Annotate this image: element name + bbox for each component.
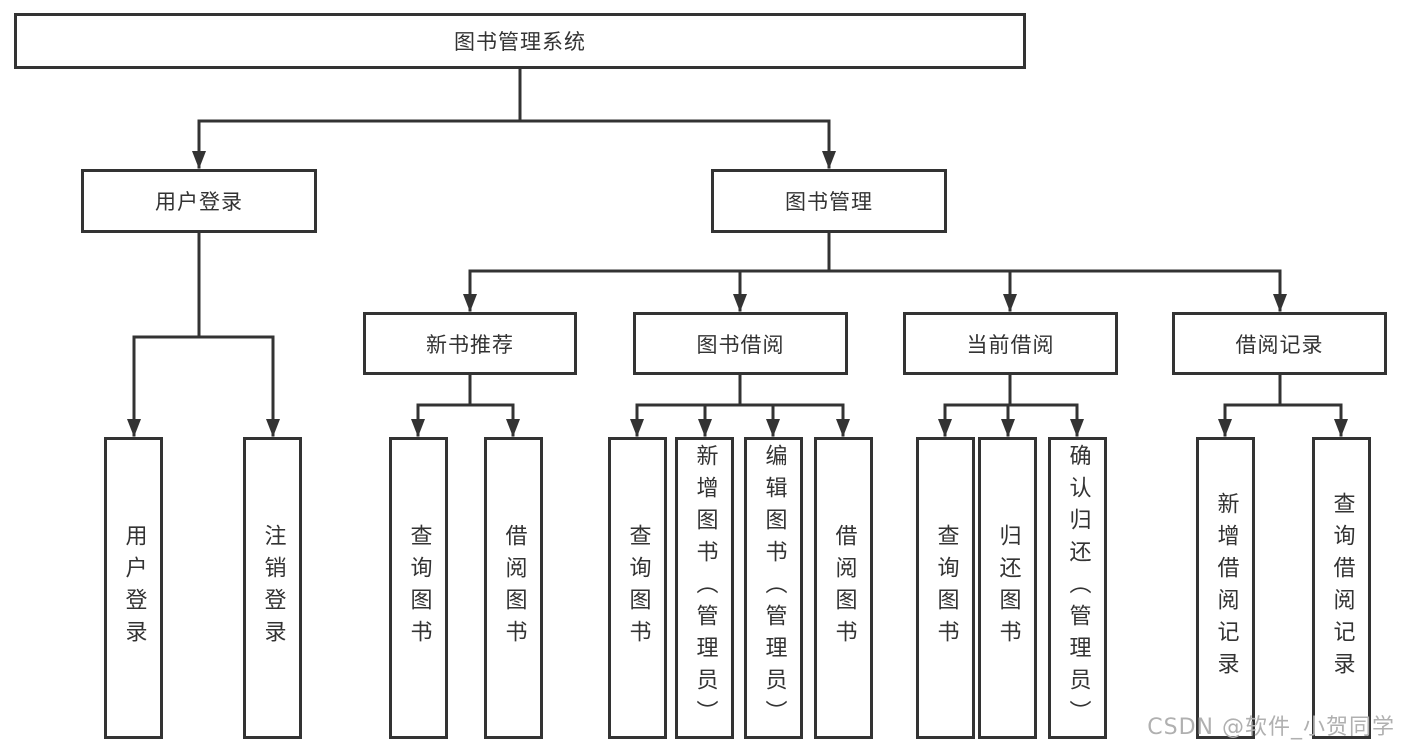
edge-book-mgmt-to-children	[463, 231, 1287, 312]
leaf-edit-books-admin: 编辑图书（管理员）	[744, 437, 803, 739]
edge-borrow-records-to-children	[1218, 373, 1348, 437]
node-new-book-recommend: 新书推荐	[363, 312, 577, 375]
edge-root-to-children	[192, 67, 836, 169]
leaf-query-books-borrow: 查询图书	[608, 437, 667, 739]
leaf-logout: 注销登录	[243, 437, 302, 739]
leaf-add-books-admin: 新增图书（管理员）	[675, 437, 734, 739]
leaf-borrow-books-recommend: 借阅图书	[484, 437, 543, 739]
node-library-system: 图书管理系统	[14, 13, 1026, 69]
leaf-add-borrow-record: 新增借阅记录	[1196, 437, 1255, 739]
leaf-confirm-return-admin: 确认归还（管理员）	[1048, 437, 1107, 739]
leaf-user-login: 用户登录	[104, 437, 163, 739]
edge-current-borrow-to-children	[938, 373, 1084, 437]
leaf-return-books: 归还图书	[978, 437, 1037, 739]
leaf-query-books-recommend: 查询图书	[389, 437, 448, 739]
node-current-borrowing: 当前借阅	[903, 312, 1118, 375]
leaf-query-books-current: 查询图书	[916, 437, 975, 739]
node-book-borrowing: 图书借阅	[633, 312, 848, 375]
node-user-login: 用户登录	[81, 169, 317, 233]
leaf-borrow-books: 借阅图书	[814, 437, 873, 739]
node-book-management: 图书管理	[711, 169, 947, 233]
leaf-query-borrow-record: 查询借阅记录	[1312, 437, 1371, 739]
edge-book-borrow-to-children	[630, 373, 850, 437]
edge-new-book-rec-to-children	[411, 373, 520, 437]
node-borrowing-records: 借阅记录	[1172, 312, 1387, 375]
edge-user-login-to-children	[127, 231, 280, 437]
